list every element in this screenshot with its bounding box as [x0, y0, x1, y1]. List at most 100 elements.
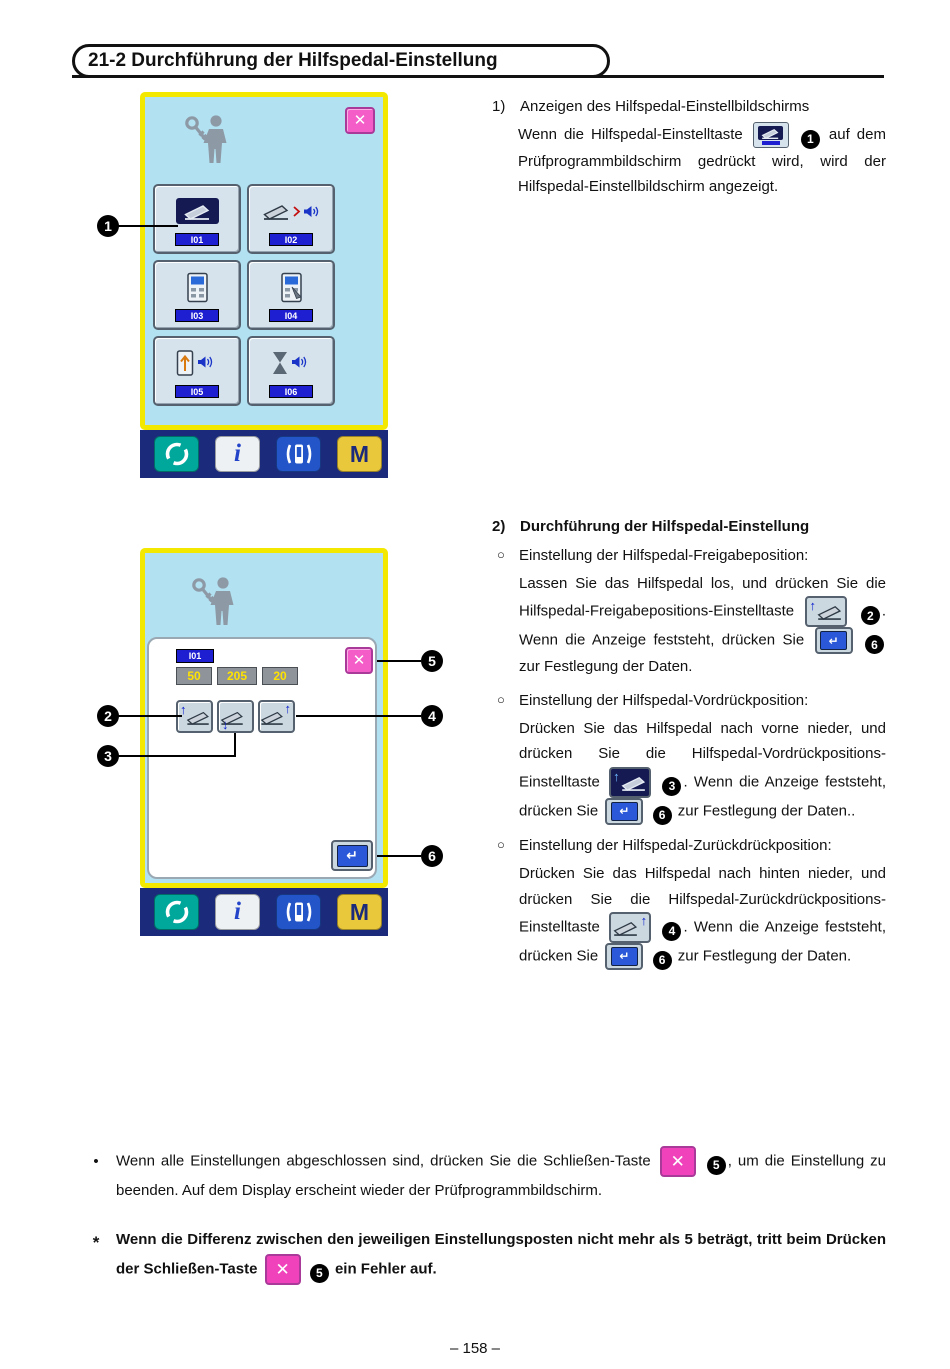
pedal-position-buttons: ↑ ↓	[176, 700, 295, 733]
text-segment: Wenn die Differenz zwischen den jeweilig…	[116, 1230, 886, 1278]
setting-panel: I01 50 205 20 ✕ ↑	[147, 637, 377, 879]
pedal-icon	[621, 776, 646, 791]
text-segment: . Wenn die Anzeige feststeht, drücken Si…	[519, 918, 886, 965]
paragraph: Wenn die Hilfspedal-Einstelltaste 1 auf …	[518, 122, 886, 200]
text-segment: zur Festlegung der Daten.	[677, 947, 852, 965]
pedal-back-button-icon: ↑	[609, 912, 652, 943]
callout-6-inline: 6	[652, 806, 672, 825]
arrow-down-icon: ↓	[222, 717, 229, 732]
pedal-icon	[183, 205, 209, 220]
section-2-heading: 2) Durchführung der Hilfspedal-Einstellu…	[492, 518, 886, 535]
notes: • Wenn alle Einstellungen abgeschlossen …	[88, 1146, 886, 1285]
callout-line	[234, 733, 236, 757]
section-title: Durchführung der Hilfspedal-Einstellung	[520, 517, 810, 535]
pedal-front-button-icon: ↑	[609, 766, 652, 798]
enter-button-icon: ↵	[605, 943, 644, 970]
bullet-release: ○ Einstellung der Hilfspedal-Freigabepos…	[497, 544, 886, 680]
text-segment: auf dem Prüfprogrammbildschirm gedrückt …	[518, 126, 886, 196]
note-close: • Wenn alle Einstellungen abgeschlossen …	[88, 1146, 886, 1206]
feed-speaker-icon	[176, 350, 213, 376]
section-title: Anzeigen des Hilfspedal-Einstellbildschi…	[520, 98, 810, 115]
pedal-back-button[interactable]: ↑	[258, 700, 295, 733]
function-button-i04[interactable]: I04	[247, 260, 335, 330]
callout-5-inline: 5	[309, 1264, 329, 1284]
bullet-marker: ○	[497, 691, 505, 707]
enter-button[interactable]: ↵	[331, 840, 373, 871]
communication-icon	[286, 902, 311, 922]
screen2-display: I01 50 205 20 ✕ ↑	[140, 548, 388, 888]
information-button[interactable]: i	[215, 894, 260, 930]
program-id-label: I01	[176, 649, 214, 663]
pedal-highlight	[758, 125, 784, 140]
red-arrow-icon	[292, 205, 300, 217]
section-2: 2) Durchführung der Hilfspedal-Einstellu…	[492, 518, 886, 971]
note-marker: *	[92, 1232, 100, 1252]
function-button-i06[interactable]: I06	[247, 336, 335, 406]
ready-button[interactable]	[154, 436, 199, 472]
nav-bar: i M	[140, 888, 388, 936]
enter-icon: ↵	[828, 633, 839, 648]
speaker-icon	[303, 205, 318, 217]
button-label-strip	[761, 140, 780, 145]
pedal-icon	[260, 711, 283, 725]
bullet-title: Einstellung der Hilfspedal-Vordrückposit…	[519, 691, 809, 709]
section-number: 2)	[492, 517, 506, 535]
pedal-icon	[186, 711, 209, 725]
mode-button[interactable]: M	[337, 436, 382, 472]
ready-button[interactable]	[154, 894, 199, 930]
bullet-back: ○ Einstellung der Hilfspedal-Zurückdrück…	[497, 834, 886, 971]
enter-button-icon: ↵	[605, 797, 644, 825]
callout-line	[116, 715, 182, 717]
value-display-group: 50 205 20	[176, 667, 298, 685]
callout-line	[296, 715, 421, 717]
enter-key-face: ↵	[336, 844, 368, 867]
mode-button[interactable]: M	[337, 894, 382, 930]
close-icon: ✕	[275, 1260, 290, 1279]
page-number: – 158 –	[449, 1340, 501, 1357]
pedal-highlight	[175, 198, 219, 224]
close-button[interactable]: ✕	[345, 647, 373, 674]
communication-button[interactable]	[276, 436, 321, 472]
text-segment: ein Fehler auf.	[334, 1260, 437, 1278]
note-error: * Wenn die Differenz zwischen den jeweil…	[88, 1226, 886, 1285]
text-segment: Wenn die Hilfspedal-Einstelltaste	[518, 126, 743, 143]
key-person-icon	[185, 115, 227, 163]
function-button-label: I04	[269, 309, 313, 322]
arrow-up-icon: ↑	[809, 598, 816, 614]
pedal-icon	[817, 606, 842, 621]
function-button-i01[interactable]: I01	[153, 184, 241, 254]
paragraph: Drücken Sie das Hilfspedal nach vorne ni…	[519, 716, 886, 825]
mode-label: M	[349, 898, 370, 925]
function-button-label: I06	[269, 385, 313, 398]
text-segment: . Wenn die Anzeige feststeht, drücken Si…	[519, 602, 886, 649]
information-label: i	[234, 440, 241, 467]
close-button[interactable]: ✕	[345, 107, 375, 134]
bullet-front: ○ Einstellung der Hilfspedal-Vordrückpos…	[497, 689, 886, 825]
close-button-icon: ✕	[264, 1254, 301, 1285]
enter-icon: ↵	[619, 804, 630, 819]
paragraph: Wenn die Differenz zwischen den jeweilig…	[116, 1226, 886, 1285]
communication-button[interactable]	[276, 894, 321, 930]
callout-line	[116, 755, 236, 757]
function-button-i02[interactable]: I02	[247, 184, 335, 254]
callout-2: 2	[97, 705, 119, 727]
function-button-i05[interactable]: I05	[153, 336, 241, 406]
mode-label: M	[349, 440, 370, 467]
pedal-front-button[interactable]: ↓	[217, 700, 254, 733]
close-icon: ✕	[352, 652, 366, 669]
ready-circle-icon	[165, 900, 188, 924]
enter-key-face: ↵	[610, 947, 638, 966]
enter-key-face: ↵	[610, 801, 638, 821]
close-icon: ✕	[670, 1152, 685, 1171]
ready-circle-icon	[165, 442, 188, 466]
callout-line	[377, 660, 421, 662]
information-button[interactable]: i	[215, 436, 260, 472]
arrow-up-icon: ↑	[284, 701, 292, 716]
function-button-label: I01	[175, 233, 219, 246]
text-segment: Lassen Sie das Hilfspedal los, und drück…	[519, 574, 886, 620]
panel-touch-icon	[280, 272, 302, 302]
nav-bar: i M	[140, 430, 388, 478]
function-button-i03[interactable]: I03	[153, 260, 241, 330]
arrow-up-icon: ↑	[180, 702, 187, 717]
pedal-release-button[interactable]: ↑	[176, 700, 213, 733]
